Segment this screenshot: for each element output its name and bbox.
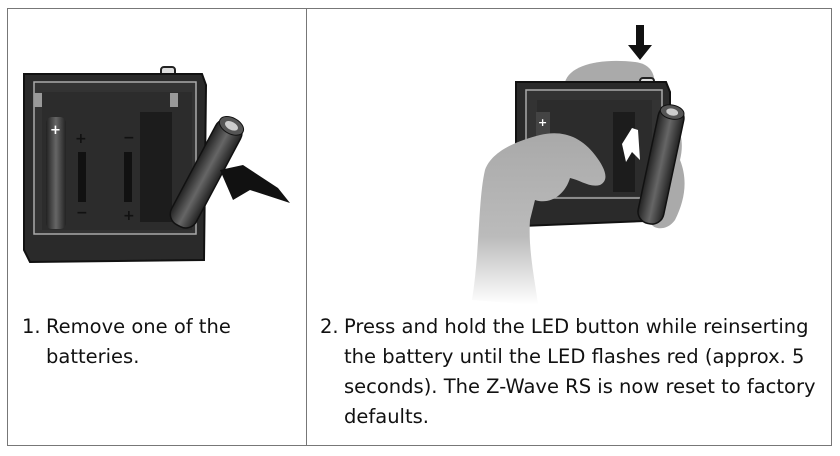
press-led-illustration: + [472,25,685,305]
battery-icon [637,104,685,225]
step-1: 1. Remove one of the batteries. [22,312,292,372]
arrow-in-icon [622,128,640,162]
remove-battery-illustration: + + − − + [23,66,290,264]
step-text: Press and hold the LED button while rein… [344,315,816,428]
hand-icon [472,133,606,305]
svg-text:+: + [75,131,87,147]
svg-text:+: + [50,123,61,138]
arrow-out-icon [220,165,290,203]
step-number: 1. [22,315,41,338]
svg-text:+: + [538,116,547,129]
arrow-down-icon [628,25,652,60]
instruction-table [7,8,832,446]
svg-text:−: − [76,205,88,221]
step-number: 2. [320,315,339,338]
svg-text:−: − [123,130,135,146]
battery-installed-icon [46,117,66,229]
battery-removed-icon [169,116,245,229]
step-2: 2. Press and hold the LED button while r… [320,312,830,432]
column-divider [306,8,307,446]
svg-text:+: + [123,208,135,224]
step-text: Remove one of the batteries. [46,315,231,368]
